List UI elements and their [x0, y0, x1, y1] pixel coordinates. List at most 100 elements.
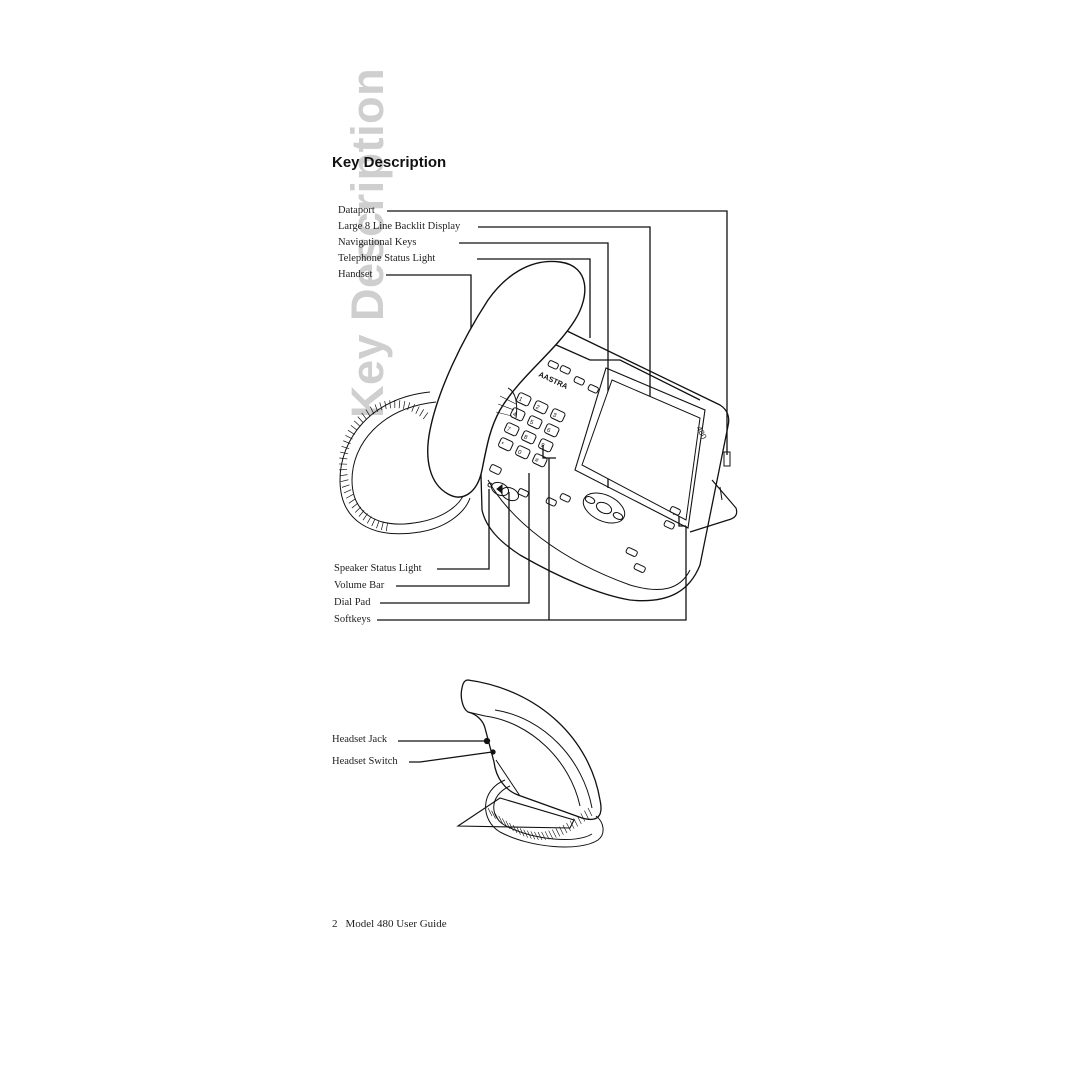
cord-coil: [494, 813, 500, 822]
cord-coil: [569, 820, 575, 829]
cord-coil: [407, 402, 411, 411]
cord-coil: [505, 820, 511, 829]
cord-coil: [509, 822, 514, 832]
label-nav-keys: Navigational Keys: [338, 237, 417, 248]
cord-coil: [389, 400, 391, 409]
dial-key: [550, 408, 566, 423]
cord-coil: [341, 446, 350, 450]
cord-coil: [584, 810, 589, 819]
label-status-light: Telephone Status Light: [338, 253, 436, 264]
label-dial-pad: Dial Pad: [334, 597, 371, 608]
cord-coil: [415, 406, 420, 414]
dial-key-label: *: [500, 441, 505, 448]
dial-key-label: 6: [546, 427, 552, 434]
dial-key: [527, 415, 543, 430]
cord-coil: [502, 818, 507, 827]
cord-coil: [376, 520, 380, 529]
dial-key-label: 7: [506, 426, 512, 433]
label-volume-bar: Volume Bar: [334, 580, 385, 591]
cord-coil: [345, 494, 354, 499]
cord-coil: [350, 425, 358, 431]
label-handset: Handset: [338, 269, 373, 280]
cord-coil: [573, 818, 578, 827]
cord-coil: [498, 815, 503, 825]
label-headset-switch: Headset Switch: [332, 756, 398, 767]
cord-coil: [544, 831, 550, 840]
cord-coil: [398, 400, 401, 409]
cord-coil: [374, 404, 379, 412]
cord-coil: [519, 828, 525, 837]
dial-key: [538, 438, 554, 453]
cord-coil: [384, 401, 387, 410]
label-softkeys: Softkeys: [334, 614, 371, 625]
cord-coil: [403, 400, 406, 409]
cord-coil: [351, 502, 359, 509]
phone-side-view: [456, 679, 604, 848]
cord-coil: [566, 822, 571, 832]
softkey-buttons: [489, 360, 681, 573]
dial-key-label: 0: [517, 449, 523, 456]
dial-key: [533, 400, 549, 415]
dial-key-label: 1: [518, 396, 524, 403]
cord-coil: [358, 510, 365, 517]
cord-coil: [353, 420, 361, 427]
dial-key-label: 4: [512, 411, 518, 418]
cord-coil: [552, 829, 557, 838]
cord-coil: [361, 412, 367, 420]
cord-coil: [348, 498, 356, 504]
navigation-cluster: [582, 492, 626, 524]
cord-coil: [362, 513, 368, 521]
dial-key-label: 3: [552, 412, 558, 419]
dial-key: [516, 392, 532, 407]
cord-coil: [357, 416, 364, 423]
dial-key-label: 5: [529, 419, 535, 426]
dial-key-label: 8: [523, 434, 529, 441]
page-heading: Key Description: [332, 154, 447, 171]
cord-coil: [340, 479, 349, 482]
page-number: 2: [332, 918, 338, 930]
cord-coil: [512, 824, 518, 834]
cord-coil: [537, 831, 543, 841]
dial-key-label: 9: [540, 442, 546, 449]
cord-coil: [527, 830, 532, 839]
dial-key-label: #: [534, 457, 540, 464]
volume-bar: [487, 481, 520, 502]
cord-coil: [419, 409, 424, 417]
handset: [427, 260, 586, 498]
dial-key: [532, 453, 548, 468]
cord-coil: [530, 831, 536, 840]
page-footer: 2 Model 480 User Guide: [332, 918, 455, 930]
cord-coil: [339, 474, 348, 477]
cord-coil: [385, 523, 388, 532]
cord-coil: [370, 406, 375, 415]
cord-coil: [411, 404, 415, 412]
cord-coil: [422, 412, 429, 420]
cord-coil: [379, 402, 383, 411]
dial-key: [498, 437, 514, 452]
cord-coil: [555, 828, 561, 837]
footer-title: Model 480 User Guide: [345, 918, 447, 930]
label-dataport: Dataport: [338, 205, 375, 216]
cord-coil: [341, 484, 350, 488]
cord-coil: [347, 429, 355, 435]
cord-coils: [339, 399, 429, 532]
cord-coil: [577, 815, 582, 825]
dial-key: [544, 423, 560, 438]
cord-coil: [487, 807, 493, 817]
cord-coil: [339, 457, 348, 460]
label-display: Large 8 Line Backlit Display: [338, 221, 461, 232]
cord-coil: [366, 516, 372, 524]
cord-coil: [559, 826, 564, 835]
cord-coil: [562, 824, 568, 834]
dial-key: [504, 422, 520, 437]
label-headset-jack: Headset Jack: [332, 734, 388, 745]
side-callout-lines: [398, 737, 496, 763]
coiled-cord: [339, 391, 471, 535]
cord-coil: [534, 831, 539, 840]
cord-coil: [343, 440, 351, 445]
cord-coil: [587, 807, 593, 817]
dial-key: [521, 430, 537, 445]
cord-coil: [340, 451, 349, 455]
